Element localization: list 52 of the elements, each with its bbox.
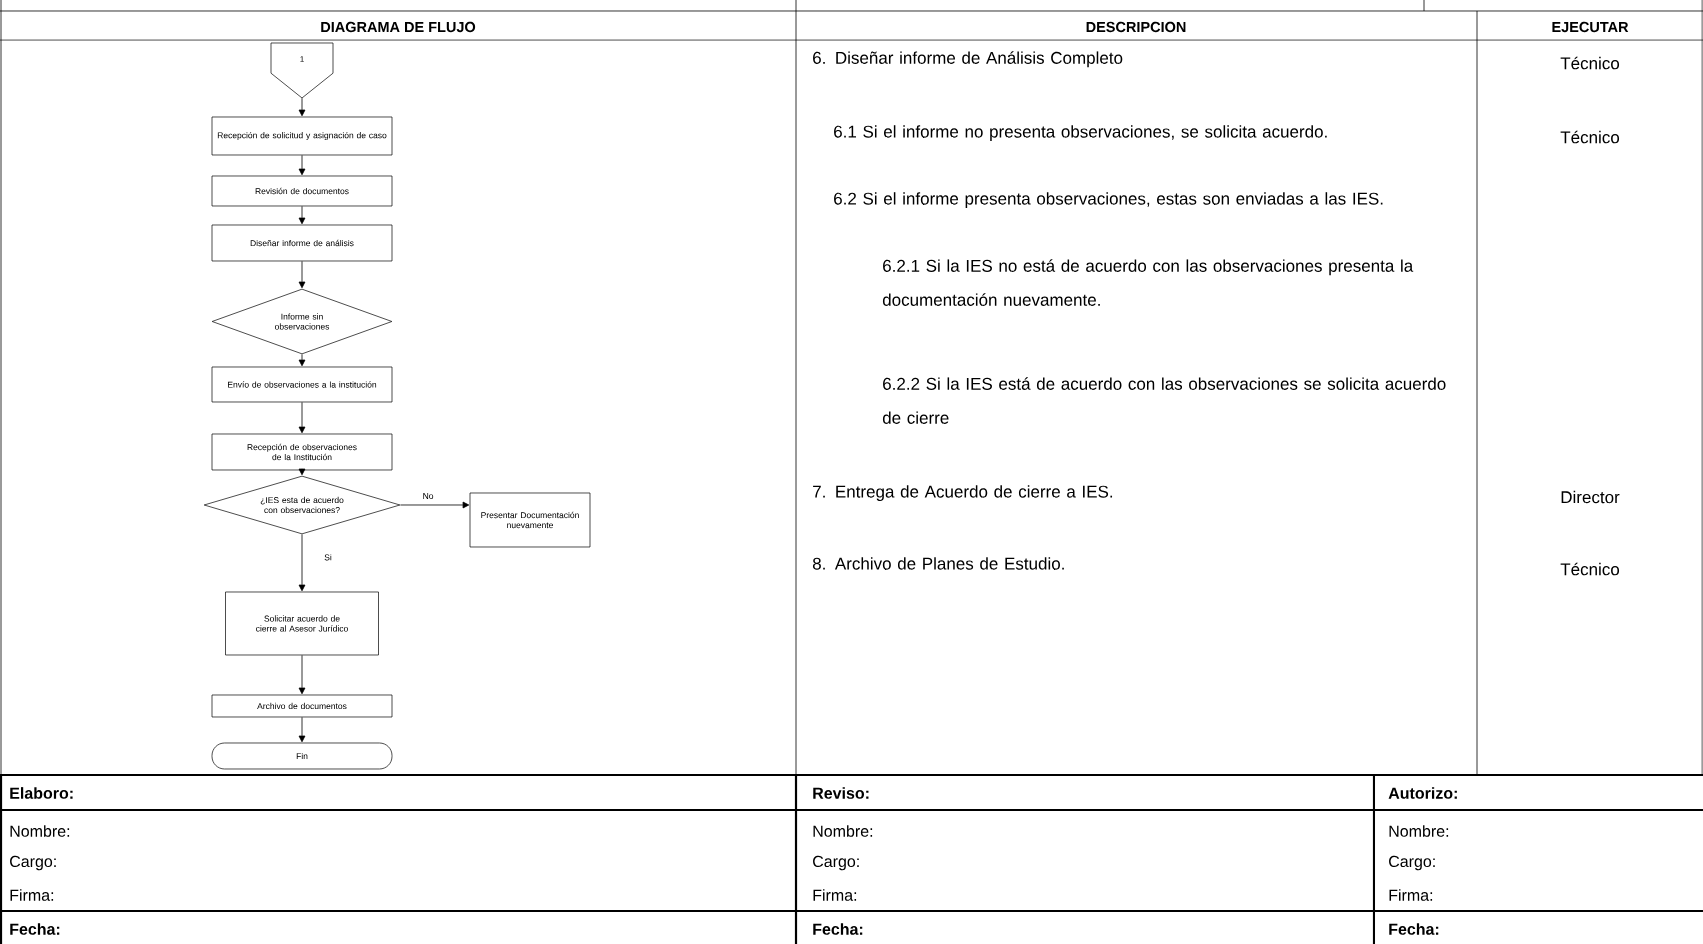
edge-label: Si (324, 554, 332, 561)
executor-text: Director (1561, 490, 1620, 504)
signature-label: Firma: (813, 889, 857, 901)
signature-label: Reviso: (813, 787, 869, 799)
executor-text: Técnico (1560, 130, 1620, 144)
signature-label: Fecha: (1389, 923, 1439, 935)
description-text: 6.1 Si el informe no presenta observaciones, se solicita acuerdo. (834, 125, 1327, 142)
description-text: 7. Entrega de Acuerdo de cierre a IES. (813, 485, 1113, 502)
process-box: Envío de observaciones a la institución (211, 366, 393, 403)
process-box: Archivo de documentos (211, 694, 393, 718)
column-header: DIAGRAMA DE FLUJO (321, 21, 476, 33)
process-box: Revisión de documentos (211, 175, 393, 207)
description-text: 8. Archivo de Planes de Estudio. (812, 557, 1064, 570)
flow-arrow (298, 716, 306, 743)
terminal-box: Fin (211, 742, 393, 770)
signature-label: Elaboro: (10, 787, 73, 799)
signature-label: Cargo: (813, 855, 859, 871)
executor-text: Técnico (1560, 56, 1620, 70)
signature-label: Firma: (10, 889, 54, 901)
flow-arrow (298, 468, 306, 476)
column-header: DESCRIPCION (1086, 21, 1186, 33)
flow-arrow (399, 501, 470, 509)
signature-label: Firma: (1389, 889, 1433, 901)
edge-label: No (423, 493, 434, 499)
flow-arrow (298, 533, 306, 592)
signature-label: Cargo: (10, 855, 56, 871)
signature-label: Nombre: (1389, 825, 1449, 837)
flow-arrow (298, 154, 306, 176)
column-header: EJECUTAR (1552, 21, 1629, 33)
flow-arrow (298, 97, 306, 117)
signature-label: Fecha: (813, 923, 863, 935)
process-box: Recepción de observaciones de la Institución (211, 433, 393, 471)
description-text: 6.2.1 Si la IES no está de acuerdo con las observaciones presenta la documentación nuevamente. (882, 259, 1414, 306)
signature-label: Nombre: (813, 825, 873, 837)
flow-arrow (298, 205, 306, 225)
signature-label: Autorizo: (1388, 787, 1457, 799)
process-box: Recepción de solicitud y asignación de caso (211, 116, 393, 156)
description-text: 6. Diseñar informe de Análisis Completo (813, 51, 1123, 68)
signature-label: Fecha: (10, 923, 60, 935)
signature-label: Nombre: (10, 825, 70, 837)
process-box: Solicitar acuerdo de cierre al Asesor Jurídico (225, 591, 379, 656)
signature-label: Cargo: (1389, 855, 1435, 871)
flow-arrow (298, 401, 306, 434)
offpage-connector: 1 (270, 42, 334, 99)
description-text: 6.2.2 Si la IES está de acuerdo con las observaciones se solicita acuerdo de cierre (882, 377, 1446, 424)
flow-arrow (298, 654, 306, 695)
description-text: 6.2 Si el informe presenta observaciones, estas son enviadas a las IES. (834, 192, 1383, 209)
process-box: Presentar Documentación nuevamente (469, 492, 591, 548)
process-box: Diseñar informe de análisis (211, 224, 393, 262)
executor-text: Técnico (1560, 562, 1620, 576)
flow-arrow (298, 353, 306, 367)
flow-arrow (298, 260, 306, 289)
